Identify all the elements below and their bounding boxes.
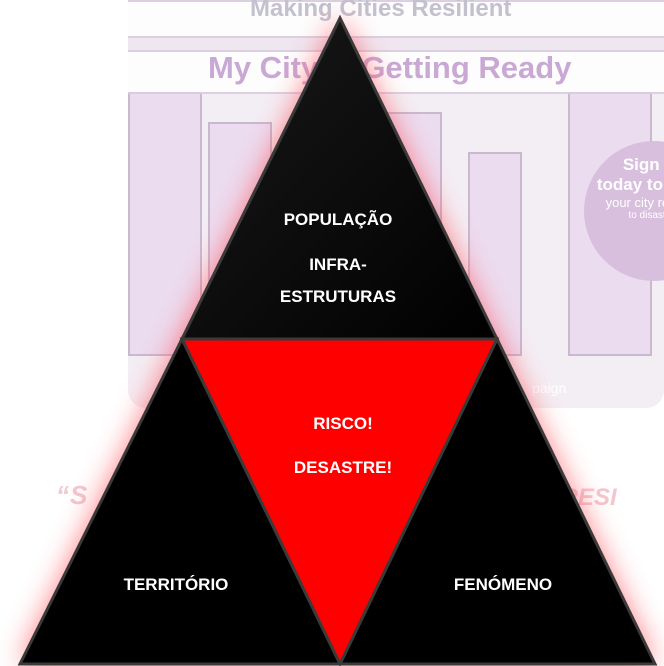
badge-line: to disasters [628,210,664,221]
label-populacao: POPULAÇÃO [283,210,393,229]
triangle-center [179,337,500,666]
poster-signup-badge: Sign up today to make your city resilien… [584,141,664,281]
poster-subtitle: My City is Getting Ready [208,50,572,85]
badge-line: Sign up [622,155,664,174]
label-infraestruturas-line1: INFRA- [309,255,367,274]
poster-building [128,92,202,356]
badge-line: today to make [596,175,664,194]
poster-subtitle-band [128,50,664,94]
label-territorio: TERRITÓRIO [123,575,229,594]
badge-line: your city resilient [605,195,664,210]
poster-title: Making Cities Resilient [250,0,512,22]
label-fenomeno: FENÓMENO [453,575,553,594]
poster-title-band [128,0,664,38]
label-desastre: DESASTRE! [293,458,393,477]
label-infraestruturas-line2: ESTRUTURAS [279,287,397,306]
poster-quote-left: “S [56,480,89,510]
label-risco: RISCO! [313,414,373,433]
poster-footer-text: paign [532,380,567,396]
